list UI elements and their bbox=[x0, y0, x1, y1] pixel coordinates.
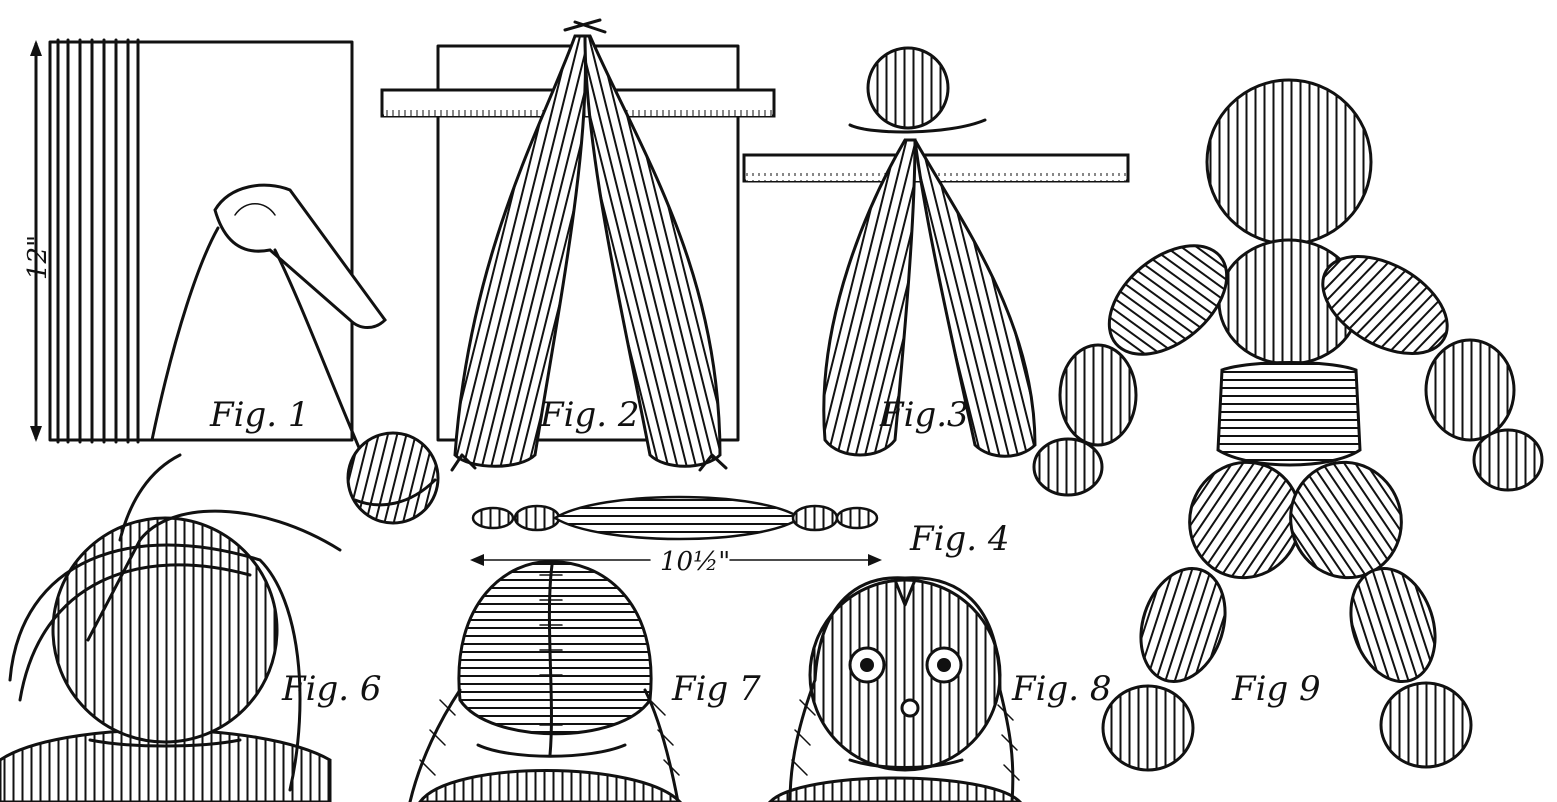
eye-right bbox=[927, 648, 961, 682]
figure-8: Fig. 8 bbox=[770, 578, 1111, 802]
doll-waist bbox=[1218, 363, 1360, 466]
figure-6: Fig. 6 bbox=[0, 455, 381, 802]
yarn-ball bbox=[348, 433, 438, 523]
tie-knot-top bbox=[565, 20, 605, 32]
hand-left bbox=[1034, 439, 1102, 495]
body bbox=[420, 771, 680, 802]
doll-head bbox=[868, 48, 948, 128]
shin-left bbox=[1127, 557, 1239, 692]
arm-piece bbox=[555, 497, 800, 539]
dimension-label-10-5in: 10½" bbox=[660, 547, 730, 577]
figure-7: Fig 7 bbox=[410, 562, 761, 802]
foot-right bbox=[1381, 683, 1471, 767]
figure-2: Fig. 2 bbox=[382, 20, 774, 470]
figure-9-caption: Fig 9 bbox=[1231, 669, 1321, 709]
figure-4-caption: Fig. 4 bbox=[909, 519, 1009, 559]
figure-9: Fig 9 bbox=[1034, 80, 1542, 770]
figure-7-caption: Fig 7 bbox=[671, 669, 761, 709]
eye-left bbox=[850, 648, 884, 682]
yarn-windings bbox=[58, 40, 138, 442]
figure-6-caption: Fig. 6 bbox=[281, 669, 381, 709]
forearm-left bbox=[1060, 345, 1136, 445]
doll-head-with-hair bbox=[459, 562, 651, 734]
body bbox=[770, 778, 1020, 802]
forearm-right bbox=[1426, 340, 1514, 440]
nose bbox=[902, 700, 918, 716]
figure-1: 12" Fig. 1 bbox=[23, 40, 438, 523]
dimension-label-12in: 12" bbox=[23, 235, 53, 280]
figure-1-caption: Fig. 1 bbox=[209, 395, 309, 435]
doll-head bbox=[1207, 80, 1371, 244]
figure-3-caption: Fig.3 bbox=[879, 395, 969, 435]
doll-head bbox=[810, 580, 1000, 770]
doll-head bbox=[53, 518, 277, 742]
foot-left bbox=[1103, 686, 1193, 770]
braid-right bbox=[1000, 690, 1013, 802]
hand-right bbox=[1474, 430, 1542, 490]
figure-8-caption: Fig. 8 bbox=[1011, 669, 1111, 709]
figure-2-caption: Fig. 2 bbox=[539, 395, 639, 435]
